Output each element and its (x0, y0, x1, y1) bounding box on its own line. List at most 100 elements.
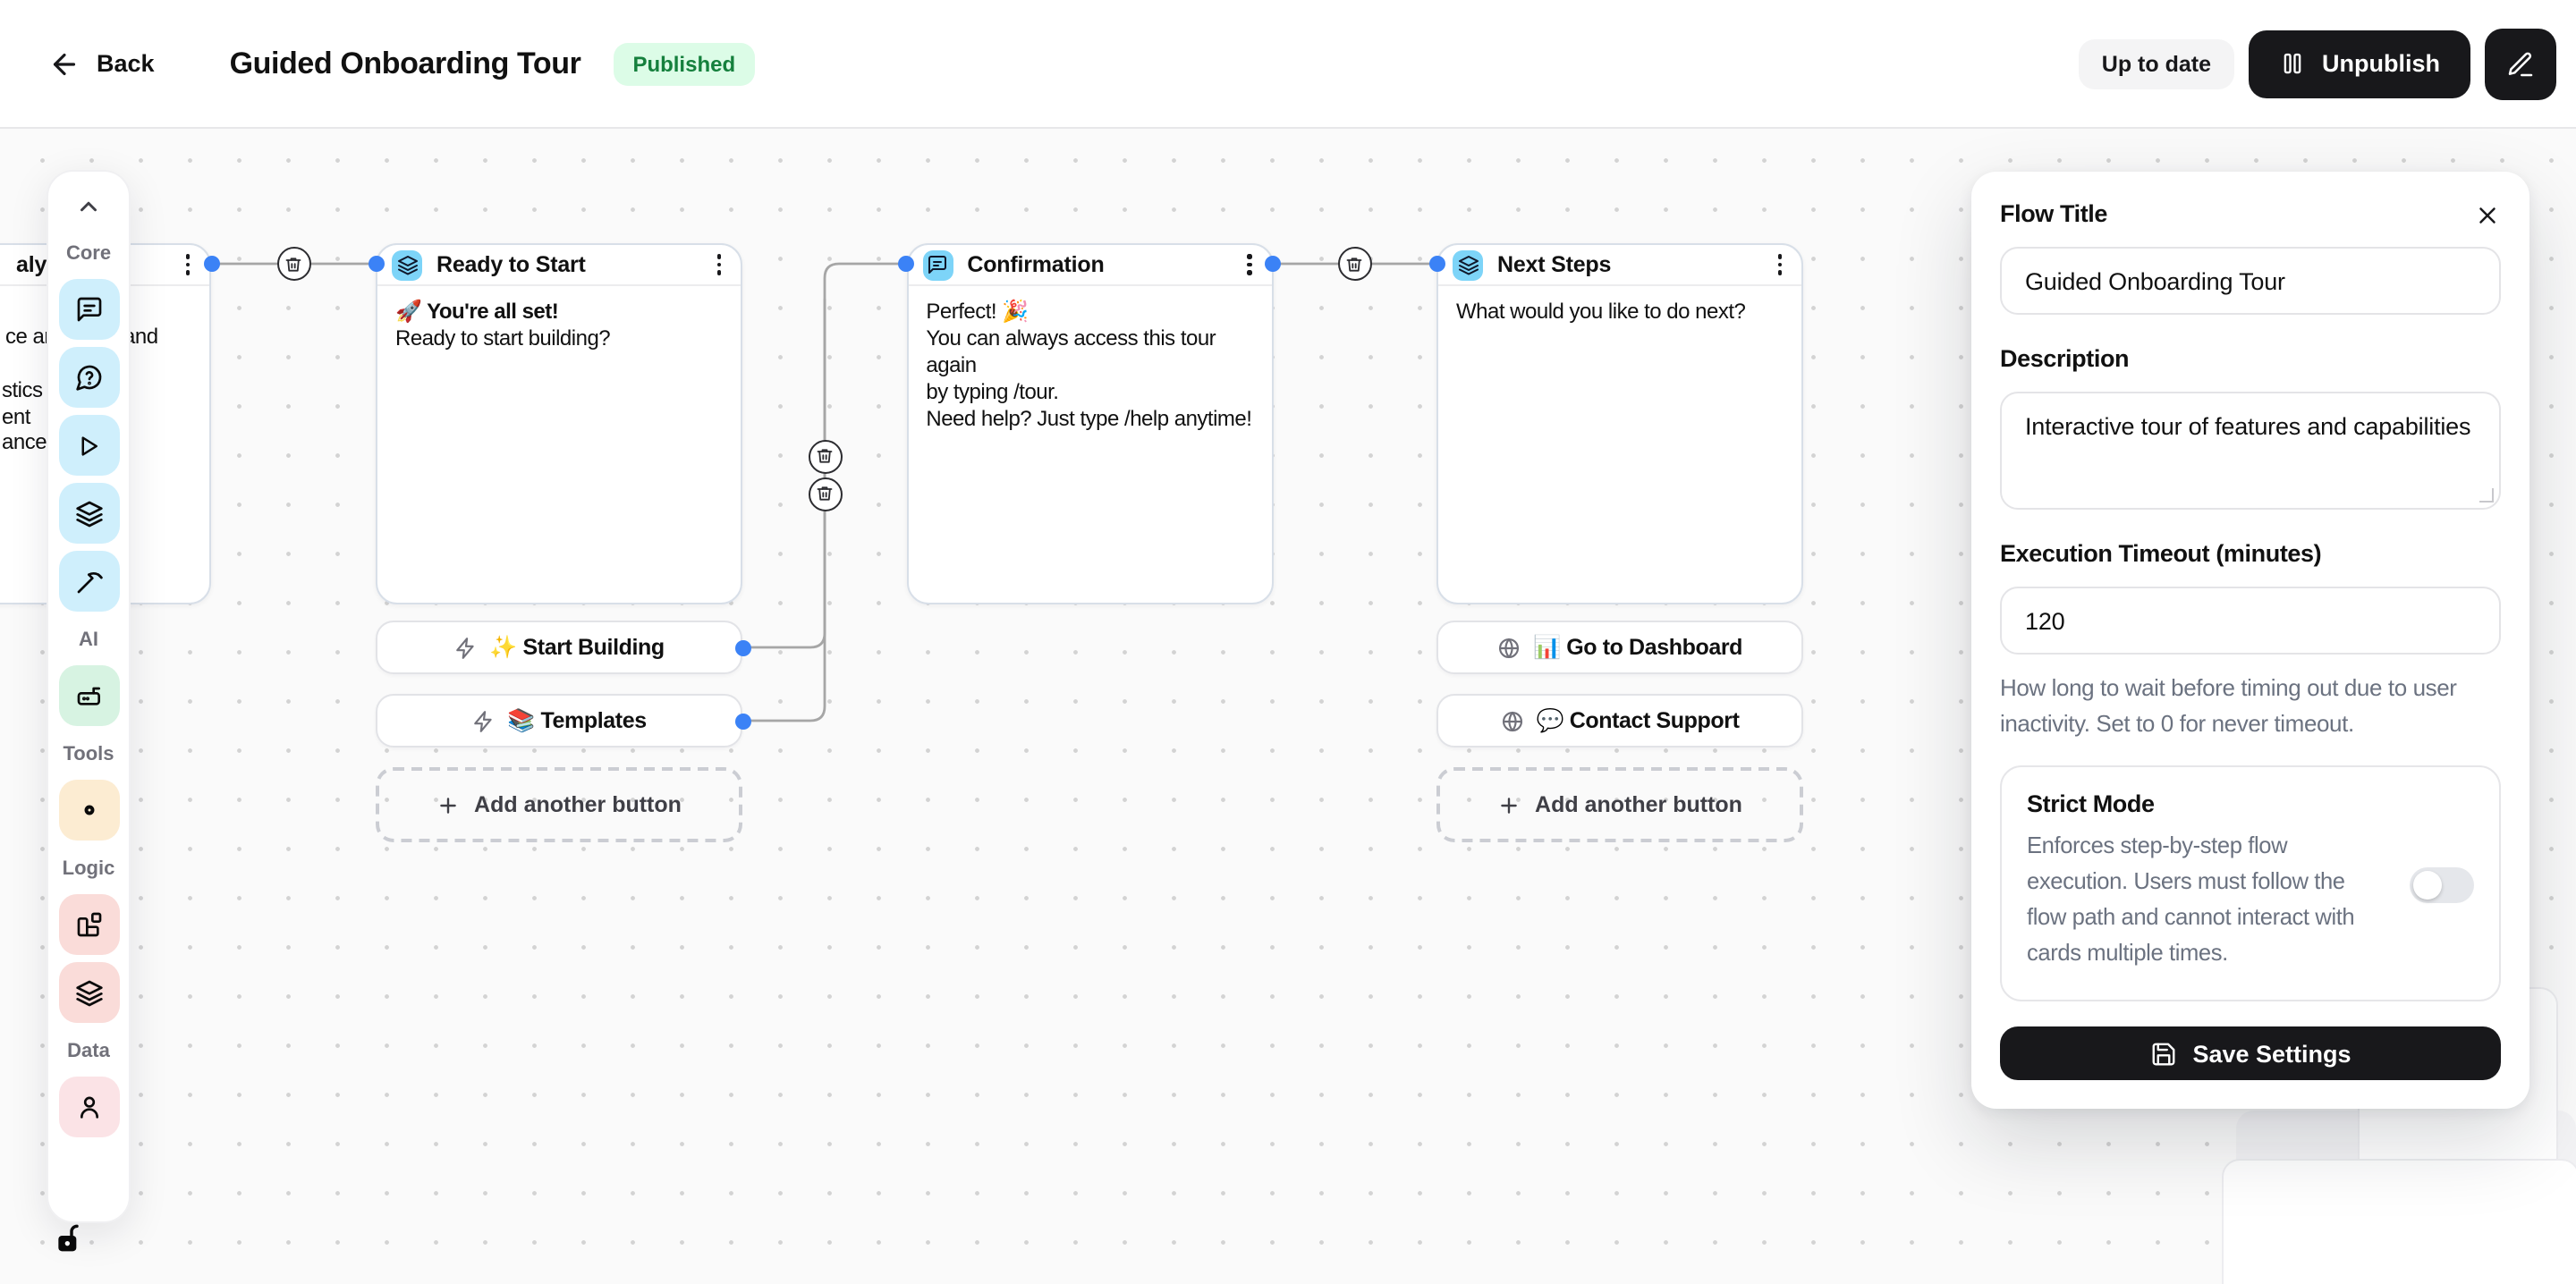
flow-title-input[interactable]: Guided Onboarding Tour (2000, 247, 2501, 315)
node-message: 🚀 You're all set! Ready to start buildin… (377, 286, 741, 365)
page-title: Guided Onboarding Tour (229, 46, 581, 80)
palette-item-message[interactable] (58, 279, 119, 340)
delete-connection-button[interactable] (808, 477, 842, 511)
canvas-lock-icon[interactable] (54, 1223, 82, 1255)
input-port[interactable] (1428, 256, 1445, 272)
palette-item-ai-bot[interactable] (58, 665, 119, 726)
plus-icon (440, 797, 456, 813)
node-title: Next Steps (1497, 252, 1612, 277)
delete-connection-button[interactable] (1337, 247, 1371, 281)
globe-icon (1498, 637, 1520, 658)
palette-item-user[interactable] (58, 1077, 119, 1137)
palette-section-data: Data (67, 1041, 110, 1062)
node-next-steps[interactable]: Next Steps What would you like to do nex… (1436, 243, 1803, 604)
bot-icon (76, 687, 99, 705)
message-line: What would you like to do next? (1456, 299, 1746, 324)
flow-button-contact-support[interactable]: 💬 Contact Support (1436, 694, 1803, 748)
palette-item-question[interactable] (58, 347, 119, 408)
palette-section-logic: Logic (62, 858, 115, 880)
add-button-button[interactable]: Add another button (376, 767, 742, 842)
node-text-fragment: ance (2, 429, 47, 454)
layers-icon (392, 249, 422, 280)
add-button-label: Add another button (474, 792, 682, 817)
node-header: Ready to Start (377, 245, 741, 286)
output-port[interactable] (204, 256, 220, 272)
collapse-palette-button[interactable] (62, 186, 115, 225)
button-output-port[interactable] (734, 713, 750, 729)
node-menu-button[interactable] (1242, 247, 1258, 282)
blocks-icon (76, 912, 101, 937)
zap-icon (473, 710, 491, 731)
button-output-port[interactable] (734, 639, 750, 655)
close-panel-button[interactable] (2469, 197, 2504, 232)
sync-status-pill: Up to date (2078, 38, 2234, 89)
node-header: Confirmation (908, 245, 1272, 286)
node-title: Ready to Start (436, 252, 586, 277)
input-port[interactable] (898, 256, 915, 272)
palette-item-start[interactable] (58, 415, 119, 476)
flow-button-label: 💬 Contact Support (1536, 707, 1740, 732)
palette-item-tool[interactable] (58, 780, 119, 841)
save-settings-button[interactable]: Save Settings (2000, 1026, 2501, 1080)
node-text-fragment: stics (2, 376, 43, 401)
strict-mode-card: Strict Mode Enforces step-by-step flow e… (2000, 765, 2501, 1001)
back-button[interactable]: Back (48, 47, 155, 80)
node-palette: Core AI Tools Logic Data (47, 170, 131, 1223)
palette-item-card[interactable] (58, 483, 119, 544)
timeout-help-text: How long to wait before timing out due t… (2000, 674, 2457, 737)
save-settings-label: Save Settings (2192, 1040, 2351, 1067)
trash-icon (817, 486, 833, 501)
palette-item-blocks[interactable] (58, 894, 119, 955)
node-menu-button[interactable] (180, 247, 195, 282)
timeout-label: Execution Timeout (minutes) (2000, 540, 2322, 567)
flow-button-start-building[interactable]: ✨ Start Building (376, 621, 742, 674)
published-badge: Published (613, 42, 756, 85)
message-line: Need help? Just type /help anytime! (926, 406, 1252, 431)
node-menu-button[interactable] (1772, 247, 1787, 282)
strict-mode-title: Strict Mode (2027, 790, 2155, 817)
flow-button-go-to-dashboard[interactable]: 📊 Go to Dashboard (1436, 621, 1803, 674)
palette-item-pickaxe[interactable] (58, 551, 119, 612)
save-icon (2149, 1040, 2176, 1067)
node-message: Perfect! 🎉 You can always access this to… (908, 286, 1271, 445)
close-icon (2479, 207, 2495, 223)
timeout-input[interactable]: 120 (2000, 587, 2501, 655)
node-menu-button[interactable] (711, 247, 726, 282)
message-line: 🚀 You're all set! (395, 299, 559, 324)
toggle-knob (2413, 871, 2442, 900)
node-ready-to-start[interactable]: Ready to Start 🚀 You're all set! Ready t… (376, 243, 742, 604)
pickaxe-icon (76, 571, 102, 594)
layers-icon (75, 980, 102, 1007)
flow-title-label: Flow Title (2000, 200, 2108, 227)
app-header: Back Guided Onboarding Tour Published Up… (0, 0, 2576, 129)
pencil-icon (2506, 49, 2535, 78)
add-button-label: Add another button (1535, 792, 1742, 817)
delete-connection-button[interactable] (808, 439, 842, 473)
node-text-fragment: ent (2, 403, 30, 428)
strict-mode-toggle[interactable] (2410, 867, 2474, 903)
chevron-up-icon (80, 200, 97, 211)
layers-icon (75, 501, 102, 528)
flow-button-templates[interactable]: 📚 Templates (376, 694, 742, 748)
flow-button-label: 📊 Go to Dashboard (1532, 634, 1743, 659)
flow-button-label: 📚 Templates (507, 707, 647, 732)
description-textarea[interactable]: Interactive tour of features and capabil… (2000, 392, 2501, 510)
globe-icon (1502, 710, 1522, 731)
message-question-icon (75, 365, 101, 391)
description-label: Description (2000, 345, 2130, 372)
output-port[interactable] (1265, 256, 1282, 272)
strict-mode-description: Enforces step-by-step flow execution. Us… (2027, 832, 2355, 966)
palette-item-stack[interactable] (58, 962, 119, 1023)
arrow-left-icon (48, 47, 80, 80)
delete-connection-button[interactable] (276, 247, 310, 281)
unpublish-button[interactable]: Unpublish (2249, 30, 2470, 97)
trash-icon (1346, 257, 1362, 271)
palette-section-tools: Tools (63, 744, 114, 765)
flow-button-label: ✨ Start Building (489, 634, 665, 659)
edit-flow-button[interactable] (2485, 28, 2556, 99)
node-confirmation[interactable]: Confirmation Perfect! 🎉 You can always a… (906, 243, 1274, 604)
input-port[interactable] (368, 256, 384, 272)
message-line: by typing /tour. (926, 379, 1059, 404)
add-button-button[interactable]: Add another button (1436, 767, 1803, 842)
